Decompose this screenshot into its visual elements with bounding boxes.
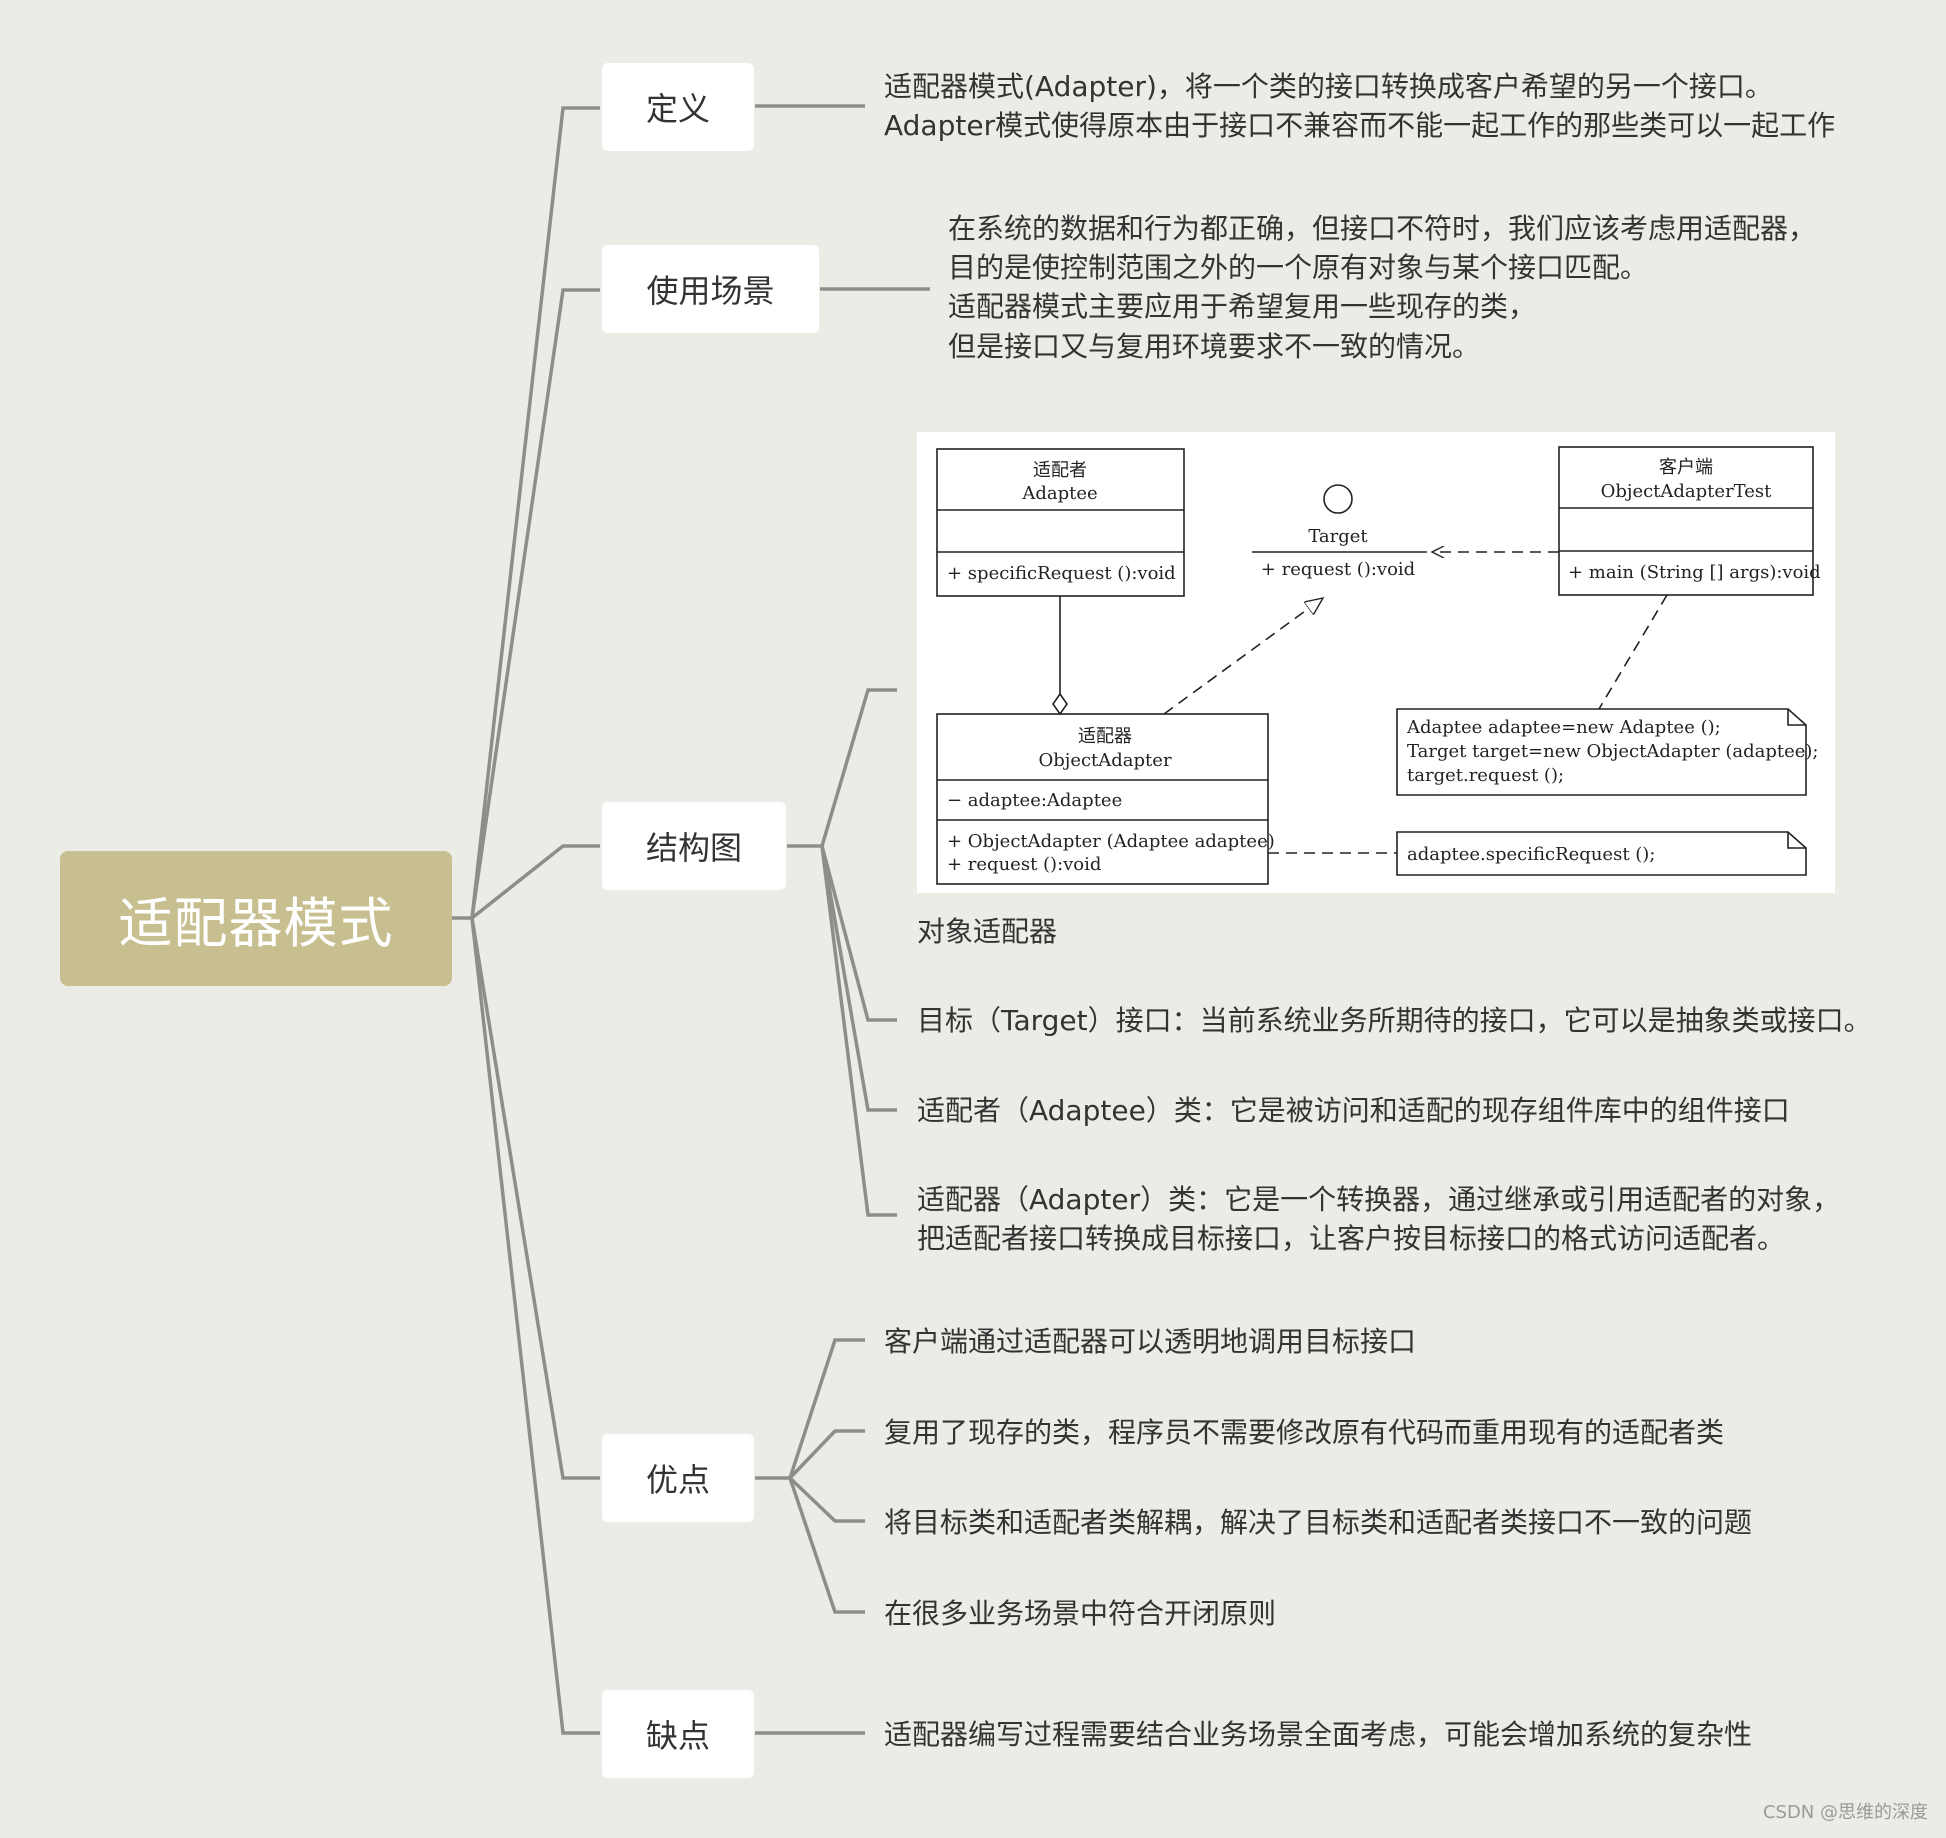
structure-item-adaptee: 适配者（Adaptee）类：它是被访问和适配的现存组件库中的组件接口 <box>917 1094 1790 1127</box>
uml-client-title-en: ObjectAdapterTest <box>1601 481 1773 502</box>
uml-target-method: + request ():void <box>1261 559 1415 580</box>
uml-adapter-field: − adaptee:Adaptee <box>947 790 1122 811</box>
uml-client-title-cn: 客户端 <box>1659 457 1713 478</box>
advantage-item-3: 将目标类和适配者类解耦，解决了目标类和适配者类接口不一致的问题 <box>884 1506 1753 1539</box>
uml-note-adapter-text: adaptee.specificRequest (); <box>1407 844 1655 865</box>
uml-adaptee-method: + specificRequest ():void <box>947 563 1176 584</box>
uml-client-method: + main (String [] args):void <box>1568 562 1821 583</box>
advantages-node: 优点 <box>602 1434 754 1522</box>
uml-adaptee-title-cn: 适配者 <box>1033 460 1087 481</box>
structure-node: 结构图 <box>602 802 786 890</box>
definition-line-2: Adapter模式使得原本由于接口不兼容而不能一起工作的那些类可以一起工作 <box>884 109 1836 142</box>
structure-item-adapter-line-1: 适配器（Adapter）类：它是一个转换器，通过继承或引用适配者的对象， <box>917 1183 1841 1216</box>
uml-adapter-title-en: ObjectAdapter <box>1038 750 1171 771</box>
uml-adaptee-title-en: Adaptee <box>1021 483 1097 504</box>
uml-note-client <box>1396 708 1807 796</box>
watermark: CSDN @思维的深度 <box>1762 1802 1928 1823</box>
usage-line-2: 目的是使控制范围之外的一个原有对象与某个接口匹配。 <box>948 251 1649 284</box>
uml-class-diagram: 适配者 Adaptee 客户端 ObjectAdapterTest Target… <box>917 432 1835 893</box>
uml-note-client-line-1: Adaptee adaptee=new Adaptee (); <box>1406 717 1721 738</box>
uml-adapter-box <box>936 713 1269 885</box>
uml-client-box <box>1558 446 1814 596</box>
uml-adapter-title-cn: 适配器 <box>1078 726 1132 747</box>
definition-line-1: 适配器模式(Adapter)，将一个类的接口转换成客户希望的另一个接口。 <box>884 70 1773 103</box>
structure-item-adapter-line-2: 把适配者接口转换成目标接口，让客户按目标接口的格式访问适配者。 <box>917 1222 1786 1255</box>
usage-line-3: 适配器模式主要应用于希望复用一些现存的类， <box>948 290 1537 323</box>
uml-target-interface-icon <box>1323 484 1353 514</box>
usage-line-4: 但是接口又与复用环境要求不一致的情况。 <box>948 330 1481 363</box>
advantage-item-1: 客户端通过适配器可以透明地调用目标接口 <box>884 1325 1417 1358</box>
uml-adapter-method-1: + ObjectAdapter (Adaptee adaptee) <box>947 831 1275 852</box>
uml-note-adapter <box>1396 831 1807 876</box>
definition-node: 定义 <box>602 63 754 151</box>
advantage-item-2: 复用了现存的类，程序员不需要修改原有代码而重用现有的适配者类 <box>884 1416 1725 1449</box>
advantage-item-4: 在很多业务场景中符合开闭原则 <box>884 1597 1277 1630</box>
diagram-caption: 对象适配器 <box>917 915 1058 948</box>
root-node: 适配器模式 <box>60 851 452 986</box>
usage-line-1: 在系统的数据和行为都正确，但接口不符时，我们应该考虑用适配器， <box>948 212 1817 245</box>
uml-note-client-line-3: target.request (); <box>1407 765 1564 786</box>
structure-item-target: 目标（Target）接口：当前系统业务所期待的接口，它可以是抽象类或接口。 <box>917 1004 1872 1037</box>
usage-node: 使用场景 <box>602 245 819 333</box>
disadvantages-node: 缺点 <box>602 1690 754 1778</box>
uml-aggregation-diamond <box>1052 692 1068 716</box>
uml-target-title: Target <box>1308 526 1368 547</box>
disadvantage-item-1: 适配器编写过程需要结合业务场景全面考虑，可能会增加系统的复杂性 <box>884 1718 1753 1751</box>
uml-adapter-method-2: + request ():void <box>947 854 1101 875</box>
uml-note-client-line-2: Target target=new ObjectAdapter (adaptee… <box>1407 741 1818 762</box>
